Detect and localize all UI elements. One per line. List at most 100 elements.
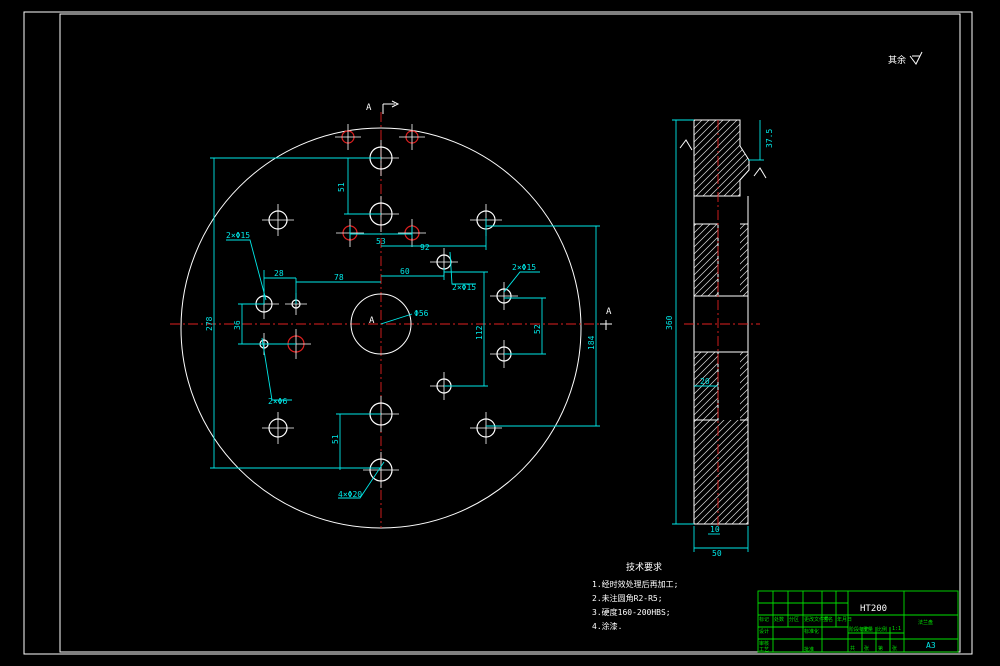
hatch-line — [694, 120, 749, 524]
svg-text:标记: 标记 — [759, 616, 769, 623]
hatch-line — [761, 110, 1000, 530]
hatch-line — [694, 120, 749, 524]
hatch-line — [694, 120, 749, 524]
dim-184: 184 — [587, 335, 596, 350]
hatch-line — [694, 120, 741, 524]
side-section-view: 37.5 360 20 10 50 — [250, 110, 1000, 558]
hatch-line — [725, 120, 749, 524]
callout-2x15-right: 2×Φ15 — [512, 263, 536, 272]
outer-border — [23, 11, 973, 655]
tech-req-item-2: 2.未注圆角R2-R5; — [592, 593, 663, 603]
hatch-line — [694, 120, 749, 524]
dim-112: 112 — [475, 325, 484, 340]
callout-2x15-left: 2×Φ15 — [226, 231, 250, 240]
dim-78: 78 — [334, 273, 344, 282]
hatch-line — [796, 110, 1000, 530]
hatch-line — [694, 120, 749, 524]
hatch-line — [694, 120, 749, 524]
svg-text:比例: 比例 — [877, 626, 887, 633]
dimension-lines — [210, 157, 600, 499]
title-block: HT200 法兰盘 A3 1:1 标记 处数 分区 更改文件号 签名 年月日 设… — [757, 590, 959, 653]
callout-2x6: 2×Φ6 — [268, 397, 287, 406]
hatch-line — [697, 120, 749, 524]
callout-2x15-mid: 2×Φ15 — [452, 283, 476, 292]
hatch-line — [694, 120, 749, 524]
dim-278: 278 — [205, 316, 214, 331]
svg-text:张: 张 — [864, 645, 869, 652]
dim-28: 28 — [274, 269, 284, 278]
hatch-line — [711, 120, 749, 524]
hatch-line — [694, 120, 749, 524]
hatch-line — [694, 120, 749, 524]
center-bore-circle — [350, 293, 412, 355]
hatch-line — [694, 120, 749, 524]
tech-req-item-1: 1.经时效处理后再加工; — [592, 579, 678, 589]
svg-text:年月日: 年月日 — [837, 616, 852, 623]
hatch-line — [694, 120, 749, 524]
dim-51-upper: 51 — [337, 182, 346, 192]
technical-requirements: 技术要求 1.经时效处理后再加工; 2.未注圆角R2-R5; 3.硬度160-2… — [592, 561, 678, 631]
hatch-line — [718, 120, 749, 524]
hatch-line — [803, 110, 1000, 530]
title-block-review: 审核 — [759, 640, 769, 647]
hatch-line — [694, 120, 720, 524]
hatch-line — [775, 110, 1000, 530]
hatch-line — [694, 120, 749, 524]
dim-52: 52 — [533, 324, 542, 334]
dim-51-lower: 51 — [331, 434, 340, 444]
title-block-stages: 阶段标记 重量 比例 — [849, 626, 887, 633]
hatch-line — [264, 110, 684, 530]
hatch-line — [754, 110, 1000, 530]
hatch-line — [694, 120, 749, 524]
hatch-line — [768, 110, 1000, 530]
dimension-texts: 278 51 53 92 28 78 60 36 112 52 184 51 2… — [205, 182, 596, 499]
hatch-line — [746, 120, 749, 524]
svg-text:更改文件号: 更改文件号 — [804, 616, 829, 623]
dim-92: 92 — [420, 243, 430, 252]
hatch-line — [694, 120, 749, 524]
hole-pattern — [249, 124, 518, 488]
hatch-line — [694, 120, 749, 524]
title-block-row-2: 设计 标准化 — [759, 628, 819, 635]
svg-text:签名: 签名 — [823, 616, 833, 623]
hatch-line — [694, 120, 749, 524]
callout-4x20: 4×Φ20 — [338, 490, 362, 499]
title-block-row-4: 工艺 批准 — [759, 646, 814, 653]
svg-text:阶段标记: 阶段标记 — [849, 626, 869, 633]
hatch-line — [694, 120, 749, 524]
roughness-symbol: 其余 — [888, 51, 923, 66]
hatch-line — [694, 120, 749, 524]
hatch-line — [782, 110, 1000, 530]
hatch-line — [694, 120, 749, 524]
section-label-top: A — [366, 103, 372, 113]
hatch-line — [789, 110, 1000, 530]
hatch-line — [704, 120, 749, 524]
hatch-line — [694, 120, 749, 524]
hatch-line — [694, 120, 749, 524]
svg-text:重量: 重量 — [863, 626, 873, 633]
dim-37-5: 37.5 — [765, 129, 774, 148]
section-label-right: A — [606, 307, 612, 317]
side-outline — [693, 119, 750, 525]
dim-10: 10 — [710, 525, 720, 534]
svg-text:设计: 设计 — [759, 628, 769, 635]
title-block-row-1: 标记 处数 分区 更改文件号 签名 年月日 — [759, 616, 852, 623]
scale-label: 1:1 — [892, 626, 901, 632]
front-view: Φ56 A A A — [170, 100, 612, 529]
hatch-line — [694, 120, 749, 524]
hatch-line — [694, 120, 749, 524]
hatch-line — [250, 110, 670, 530]
part-name-label: 法兰盘 — [918, 619, 933, 626]
hatch-line — [694, 120, 699, 524]
svg-text:张: 张 — [892, 645, 897, 652]
svg-text:批准: 批准 — [804, 646, 814, 653]
hatch-line — [694, 120, 749, 524]
hatch-line — [257, 110, 677, 530]
inner-border — [59, 13, 961, 653]
hatch-line — [694, 120, 749, 524]
hatch-line — [694, 120, 749, 524]
hatch-line — [694, 120, 749, 524]
hatch-line — [694, 120, 713, 524]
hatch-line — [694, 120, 749, 524]
